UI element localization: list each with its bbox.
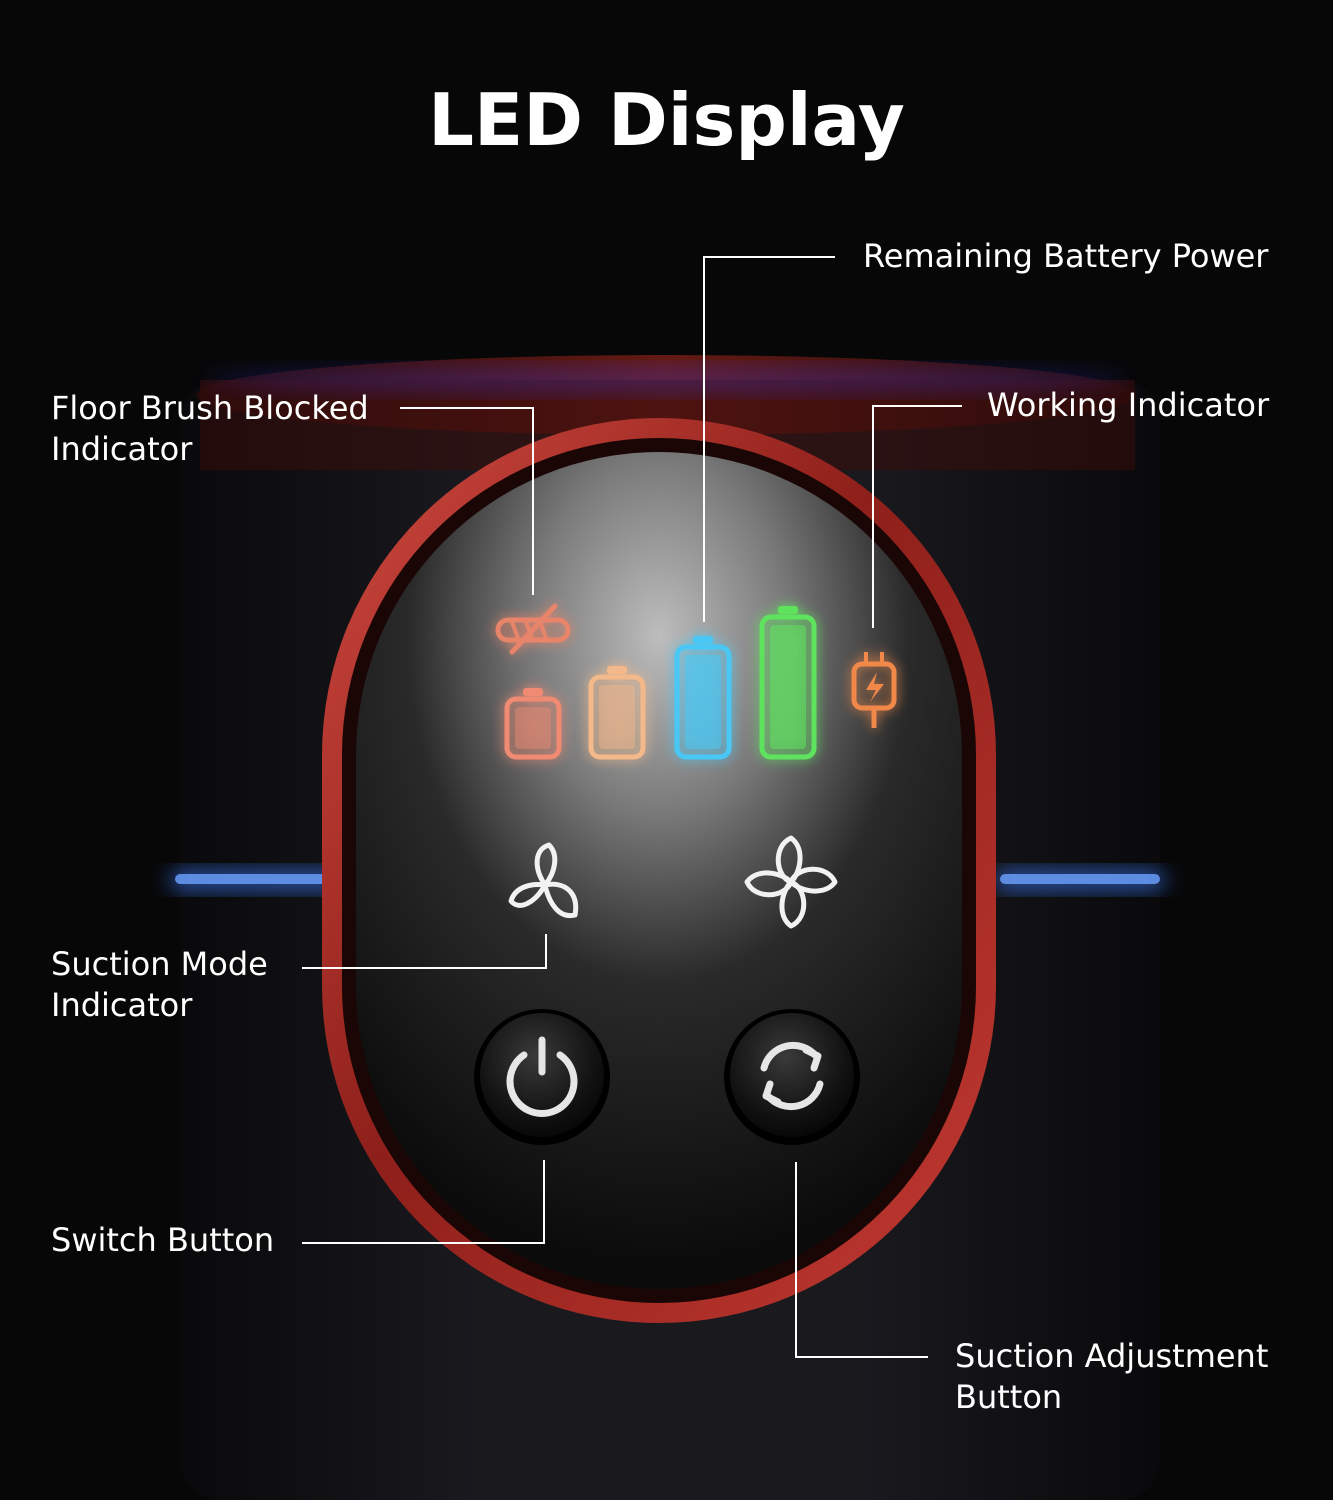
callout-line: Working Indicator [987, 386, 1270, 424]
callout-line: Suction Adjustment [955, 1337, 1269, 1375]
callout-switch-button: Switch Button [51, 1220, 274, 1261]
leader-battery [703, 256, 835, 622]
callout-line: Switch Button [51, 1221, 275, 1259]
callout-line: Remaining Battery Power [863, 237, 1269, 275]
battery-level-4-icon [759, 606, 817, 760]
battery-level-2-icon [588, 666, 646, 760]
suction-adjustment-button[interactable] [724, 1009, 860, 1145]
plug-bolt-icon [851, 652, 897, 728]
callout-line: Floor Brush Blocked [51, 389, 369, 427]
battery-level-1-icon [504, 688, 562, 760]
callout-working-indicator: Working Indicator [987, 385, 1269, 426]
callout-remaining-battery-power: Remaining Battery Power [863, 236, 1268, 277]
panel-glass [356, 452, 962, 1289]
fan-4-blade-icon [744, 835, 838, 929]
power-icon [506, 1036, 578, 1117]
callout-line: Indicator [51, 986, 193, 1024]
battery-level-3-icon [674, 636, 732, 760]
switch-button[interactable] [474, 1009, 610, 1145]
floor-brush-blocked-icon [495, 603, 571, 655]
callout-line: Button [955, 1378, 1063, 1416]
page-title: LED Display [428, 78, 905, 162]
leader-switch [302, 1160, 545, 1244]
callout-line: Suction Mode [51, 945, 268, 983]
callout-suction-adjustment-button: Suction Adjustment Button [955, 1336, 1268, 1418]
leader-lines [302, 256, 962, 1358]
callout-suction-mode-indicator: Suction Mode Indicator [51, 944, 268, 1026]
leader-suction-mode [302, 934, 547, 969]
leader-floor-brush [400, 407, 534, 595]
callout-floor-brush-blocked-indicator: Floor Brush Blocked Indicator [51, 388, 369, 470]
leader-suction-adjust [795, 1162, 928, 1358]
leader-working [872, 405, 962, 628]
refresh-cycle-icon [760, 1041, 824, 1111]
callout-line: Indicator [51, 430, 193, 468]
fan-3-blade-icon [508, 842, 579, 919]
